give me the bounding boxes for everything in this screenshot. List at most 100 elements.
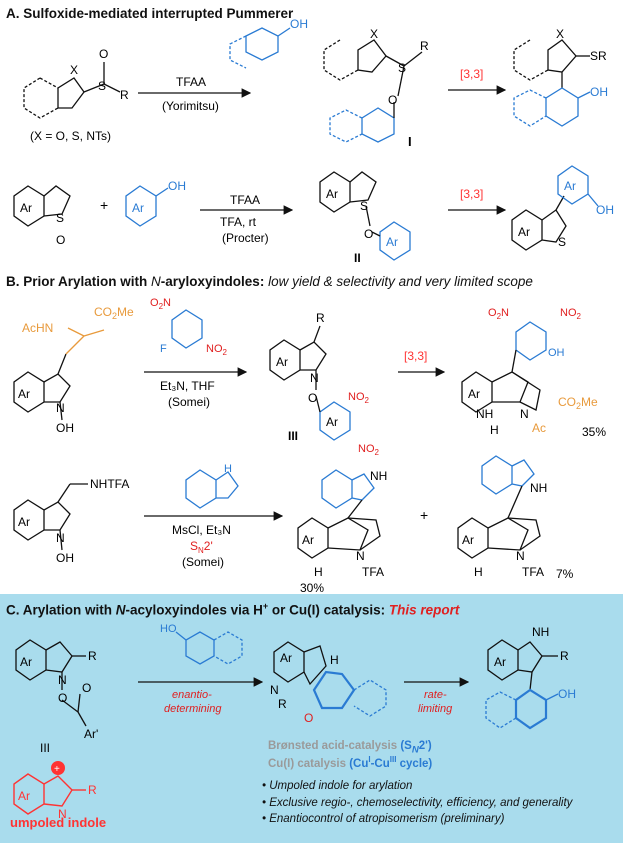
phenol-reagent [125,185,169,227]
rate-label: rate- [424,689,447,701]
r-label-i: R [420,39,429,53]
nh-label-c-product: NH [532,625,549,639]
ar-prime-label: Ar' [84,727,98,741]
ar-label-b2: Ar [18,515,30,529]
s-label-i: S [398,61,406,75]
indolyl-b2-minor [481,455,535,495]
ho-label-c: HO [160,623,177,635]
naphthol-reagent [229,27,291,69]
n-label-umpoled: N [58,807,67,821]
reagent-tfaa: TFAA [176,75,206,89]
r-label-umpoled: R [88,783,97,797]
achn-label: AcHN [22,321,53,335]
dearomatized-naphthalenone [312,670,387,717]
n-hydroxytryptamine [13,483,88,551]
nh-label-b2-indole: NH [370,469,387,483]
ar-label-iii: Ar [276,355,288,369]
indole-reagent [185,469,239,509]
o2n-label-reagent: O2N [150,297,171,311]
n-label-iii: N [310,371,319,385]
ac-label: Ac [532,421,546,435]
r-label: R [120,88,129,102]
label-intermediate-ii: II [354,251,361,265]
naphthol-product-c [485,688,559,730]
ar-label-ii-b: Ar [386,235,398,249]
nh-label-b2-minor-indole: NH [530,481,547,495]
condition-mscl: MsCl, Et₃N [172,523,231,537]
tfa-label-b2-major: TFA [362,565,384,579]
no2-iii-b: NO2 [358,443,380,457]
plus-a2: + [100,197,108,213]
x-definition: (X = O, S, NTs) [30,129,111,143]
condition-tfa-rt: TFA, rt [220,215,257,229]
cation-dot [51,761,65,775]
intermediate-ii [319,171,377,227]
o2n-product: O2N [488,307,509,321]
ar-label-b1: Ar [18,387,30,401]
ar-label-c-int: Ar [280,651,292,665]
umpoled-indole [13,773,86,815]
condition-procter: (Procter) [222,231,269,245]
aryl-ring-i [329,107,395,143]
product-c [487,639,558,691]
indolyl-b2-major [321,469,375,509]
s-atom-label: S [98,79,106,93]
cu-catalysis-label: Cu(I) catalysis (CuI-CuIII cycle) [268,755,433,770]
n-label-b1: N [56,401,65,415]
bronsted-label: Brønsted acid-catalysis (SN2') [268,740,432,756]
section-b-title: B. Prior Arylation with N-aryloxyindoles… [6,274,533,289]
product-b1 [461,371,541,413]
o-label-c: O [58,691,67,705]
ar-label-umpoled: Ar [18,789,30,803]
enantio-label: enantio- [172,689,212,701]
ar-label-a2: Ar [20,201,32,215]
yield-7: 7% [556,567,574,581]
h-label-c-int: H [330,653,339,667]
bullet-list: • Umpoled indole for arylation • Exclusi… [262,778,572,828]
o-minus-a2: O [56,233,65,247]
condition-somei-2: (Somei) [182,555,224,569]
ar-label-c: Ar [20,655,32,669]
r-label-iii: R [316,311,325,325]
o-label-ii: O [364,227,373,241]
dearomatized-intermediate [273,641,327,686]
aryl-ring-product-a1 [513,87,591,127]
ar-label-iii-b: Ar [326,415,338,429]
ar-label-phenol: Ar [132,201,144,215]
cation-plus: + [54,764,60,775]
umpoled-indole-label: umpoled indole [10,815,107,830]
nh-label-b1: NH [476,407,493,421]
o-minus-label: O [99,47,108,61]
section-c-title: C. Arylation with N-acyloxyindoles via H… [6,601,460,618]
ar-label-product-a2: Ar [518,225,530,239]
oh-label-b2: OH [56,551,74,565]
o-label-iii: O [308,391,317,405]
ar-label-c-product: Ar [494,655,506,669]
n-label-product-b1: N [520,407,529,421]
yield-35: 35% [582,425,606,439]
n-label-c-int: N [270,683,279,697]
no2-product: NO2 [560,307,582,321]
phenol-ring-product-a2 [557,165,599,207]
product-a1 [513,39,590,88]
oh-label-product-a1: OH [590,85,608,99]
sr-label: SR [590,49,607,63]
product-b2-minor [457,517,541,559]
no2-iii-a: NO2 [348,391,370,405]
n-label-c: N [58,673,67,687]
section-a-title: A. Sulfoxide-mediated interrupted Pummer… [6,6,294,21]
s-label-a2: S [56,211,64,225]
label-intermediate-i: I [408,134,412,149]
x-label-i: X [370,27,378,41]
condition-yorimitsu: (Yorimitsu) [162,99,219,113]
ar-label-phenol-product: Ar [564,179,576,193]
label-iii-c: III [40,741,50,755]
bullet-2: • Exclusive regio-, chemoselectivity, ef… [262,796,573,809]
dinitrophenol-ring-b1 [515,321,547,361]
tfa-label-b2-minor: TFA [522,565,544,579]
co2me-product: CO2Me [558,395,598,411]
x-label-product: X [556,27,564,41]
oh-label-b1: OH [56,421,74,435]
bullet-3: • Enantiocontrol of atropisomerism (prel… [262,813,505,825]
